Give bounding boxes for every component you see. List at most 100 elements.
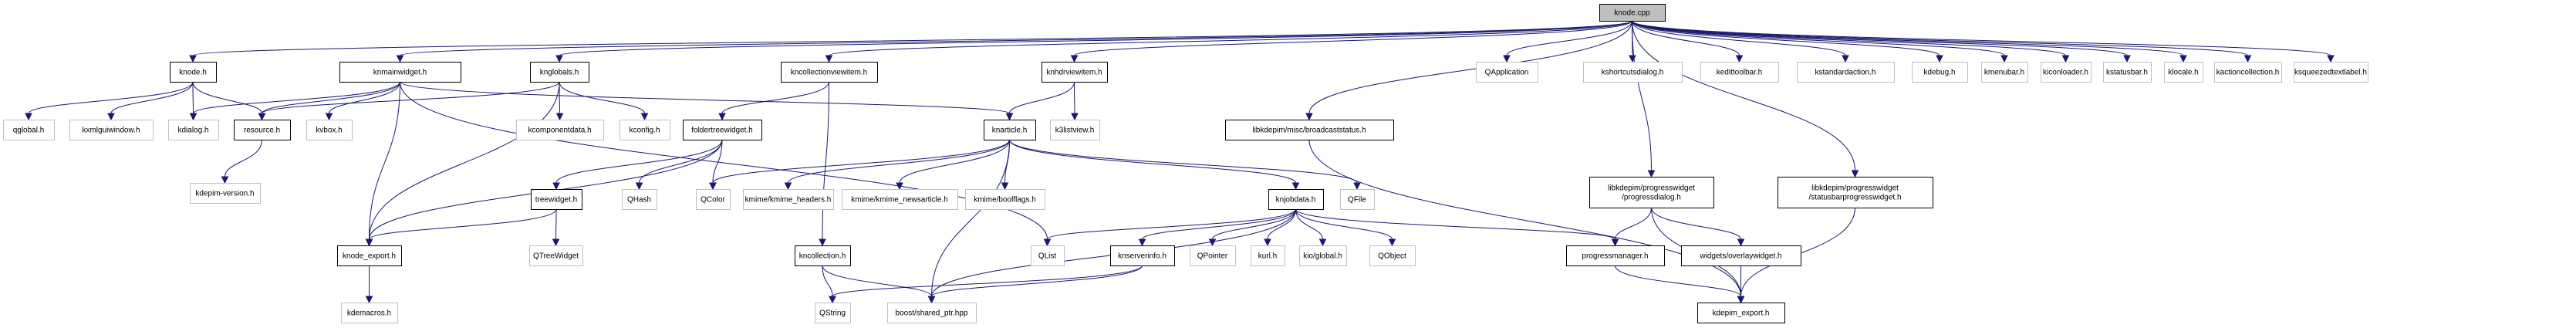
edge-knarticle-h-to-kmime-newsarticle-h <box>896 139 1010 191</box>
arrowhead-icon <box>2000 55 2008 63</box>
edge-overlaywidget-h-to-kdepim-export-h <box>1737 265 1745 304</box>
edge-knhdrviewitem-h-to-k3listview-h <box>1071 81 1079 121</box>
arrowhead-icon <box>1318 238 1327 247</box>
edge-foldertreewidget-h-to-qhash <box>635 139 723 191</box>
edge-knglobals-h-to-kconfig-h <box>559 81 649 121</box>
arrowhead-icon <box>396 55 404 63</box>
edge-treewidget-h-to-knode-export-h <box>365 208 557 247</box>
node-kcomponentdata-h: kcomponentdata.h <box>516 120 604 140</box>
node-box <box>1225 120 1394 140</box>
node-boost-shared-ptr-hpp: boost/shared_ptr.hpp <box>887 303 977 323</box>
node-label: kedittoolbar.h <box>1717 69 1763 77</box>
node-knhdrviewitem-h[interactable]: knhdrviewitem.h <box>1042 62 1108 83</box>
arrowhead-icon <box>1208 238 1217 247</box>
edge-knmainwidget-h-to-knode-export-h <box>365 81 400 247</box>
edge-knserverinfo-h-to-qstring <box>829 265 1143 304</box>
node-box <box>842 189 958 210</box>
node-label: kdemacros.h <box>347 309 391 318</box>
edge-knode-cpp-to-kiconloader-h <box>1632 20 2070 63</box>
node-statusbarprogresswidget-h[interactable]: libkdepim/progresswidget/statusbarprogre… <box>1778 177 1933 208</box>
arrowhead-icon <box>25 113 32 121</box>
node-ksqueezedtextlabel-h: ksqueezedtextlabel.h <box>2294 62 2368 83</box>
edge-knarticle-h-to-qfile <box>1009 139 1361 191</box>
node-box <box>815 303 851 323</box>
node-kedittoolbar-h: kedittoolbar.h <box>1700 62 1779 83</box>
node-label: QApplication <box>1485 69 1529 77</box>
node-knarticle-h[interactable]: knarticle.h <box>984 120 1036 140</box>
arrowhead-icon <box>825 55 833 63</box>
node-progressdialog-h[interactable]: libkdepim/progresswidget/progressdialog.… <box>1589 177 1714 208</box>
node-label: boost/shared_ptr.hpp <box>896 309 968 318</box>
edge-knmainwidget-h-to-knarticle-h <box>400 81 1014 121</box>
node-box <box>1589 177 1714 208</box>
node-label: /statusbarprogresswidget.h <box>1808 194 1901 202</box>
arrowhead-icon <box>325 113 333 121</box>
edge-knode-cpp-to-ksqueezedtextlabel-h <box>1632 20 2335 63</box>
edge-knjobdata-h-to-knserverinfo-h <box>1138 208 1296 247</box>
node-box <box>743 189 834 210</box>
arrowhead-icon <box>2123 55 2131 63</box>
node-knode-cpp[interactable]: knode.cpp <box>1599 4 1666 22</box>
node-knode-export-h[interactable]: knode_export.h <box>337 245 402 266</box>
node-box <box>530 62 589 83</box>
arrowhead-icon <box>1737 296 1745 304</box>
node-label: kvbox.h <box>316 127 342 135</box>
arrowhead-icon <box>1737 238 1745 247</box>
node-kstandardaction-h: kstandardaction.h <box>1797 62 1895 83</box>
node-progressmanager-h[interactable]: progressmanager.h <box>1566 245 1665 266</box>
edge-knode-cpp-to-broadcaststatus-h <box>1305 20 1632 121</box>
arrowhead-icon <box>189 113 198 121</box>
node-label: foldertreewidget.h <box>691 127 753 135</box>
edge-treewidget-h-to-qtree-widget <box>552 208 560 247</box>
node-kdepim-export-h[interactable]: kdepim_export.h <box>1697 303 1785 323</box>
node-foldertreewidget-h[interactable]: foldertreewidget.h <box>683 120 762 140</box>
node-box <box>1031 245 1065 266</box>
arrowhead-icon <box>1001 182 1009 191</box>
node-label: QObject <box>1378 252 1406 261</box>
node-kncollectionviewitem-h[interactable]: kncollectionviewitem.h <box>781 62 878 83</box>
node-overlaywidget-h[interactable]: widgets/overlaywidget.h <box>1681 245 1801 266</box>
node-kdialog-h: kdialog.h <box>168 120 219 140</box>
node-knode-h[interactable]: knode.h <box>170 62 217 83</box>
node-knglobals-h[interactable]: knglobals.h <box>530 62 589 83</box>
node-broadcaststatus-h[interactable]: libkdepim/misc/broadcaststatus.h <box>1225 120 1394 140</box>
edge-knjobdata-h-to-qpointer <box>1208 208 1296 247</box>
node-box <box>190 183 261 204</box>
arrowhead-icon <box>709 182 717 191</box>
node-kshortcutsdialog-h: kshortcutsdialog.h <box>1583 62 1683 83</box>
node-label: knglobals.h <box>540 69 579 77</box>
node-qfile: QFile <box>1340 189 1375 210</box>
arrowhead-icon <box>107 113 115 121</box>
node-box <box>1981 62 2028 83</box>
node-kncollection-h[interactable]: kncollection.h <box>795 245 851 266</box>
arrowhead-icon <box>2327 55 2335 63</box>
node-box <box>1268 189 1324 210</box>
node-box <box>516 120 604 140</box>
node-knjobdata-h[interactable]: knjobdata.h <box>1268 189 1324 210</box>
edge-knode-cpp-to-kshortcutsdialog-h <box>1629 20 1636 63</box>
node-label: kncollectionviewitem.h <box>791 69 868 77</box>
node-label: libkdepim/misc/broadcaststatus.h <box>1252 127 1366 135</box>
node-treewidget-h[interactable]: treewidget.h <box>531 189 582 210</box>
arrowhead-icon <box>555 55 563 63</box>
edge-knode-cpp-to-kstandardaction-h <box>1632 20 1849 63</box>
node-label: knjobdata.h <box>1276 196 1316 205</box>
arrowhead-icon <box>1138 238 1146 247</box>
arrowhead-icon <box>718 113 726 121</box>
node-label: kactioncollection.h <box>2216 69 2280 77</box>
node-kxmlguiwindow-h: kxmlguiwindow.h <box>69 120 154 140</box>
edge-knarticle-h-to-boost-shared-ptr-hpp <box>927 139 1010 304</box>
arrowhead-icon <box>221 176 229 184</box>
edge-knode-cpp-to-knmainwidget-h <box>396 20 1632 63</box>
node-kurl-h: kurl.h <box>1251 245 1285 266</box>
edge-knode-cpp-to-progressdialog-h <box>1632 20 1656 178</box>
node-box <box>781 62 878 83</box>
node-knserverinfo-h[interactable]: knserverinfo.h <box>1110 245 1175 266</box>
node-resource-h[interactable]: resource.h <box>234 120 291 140</box>
node-knmainwidget-h[interactable]: knmainwidget.h <box>339 62 461 83</box>
arrowhead-icon <box>1735 55 1744 63</box>
edge-progressdialog-h-to-overlaywidget-h <box>1651 207 1745 247</box>
edge-knode-cpp-to-kactioncollection-h <box>1632 20 2252 63</box>
node-label: k3listview.h <box>1055 127 1095 135</box>
